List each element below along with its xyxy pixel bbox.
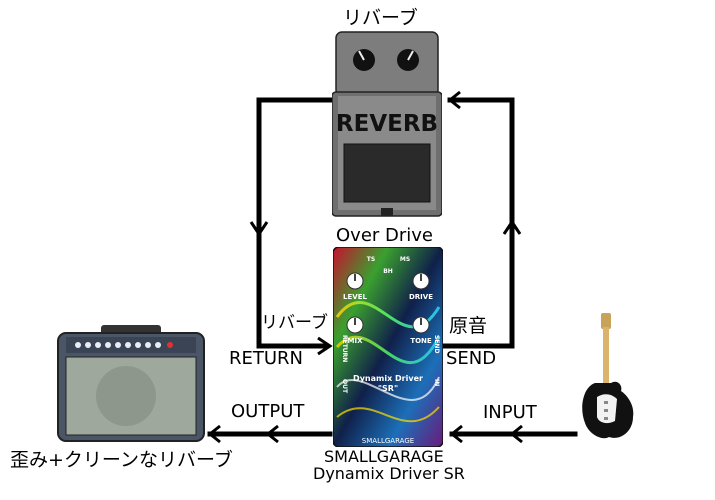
pedal-name-line1: Dynamix Driver <box>353 374 423 383</box>
output-label: OUTPUT <box>231 401 305 422</box>
model-label: Dynamix Driver SR <box>313 464 465 483</box>
send-en-label: SEND <box>446 348 497 369</box>
guitar-icon <box>582 313 634 439</box>
amp-knob <box>75 342 81 348</box>
switch-ms-label: MS <box>400 256 410 263</box>
knob-mix-label: MIX <box>348 337 364 345</box>
speaker-icon <box>96 366 156 426</box>
arrow-input <box>449 424 463 444</box>
jack-in-label: IN <box>433 379 440 386</box>
reverb-footswitch <box>343 143 431 203</box>
knob-tone-label: TONE <box>410 337 432 345</box>
pedal-name-line2: "SR" <box>378 384 398 393</box>
brand-label: SMALLGARAGE <box>324 447 444 466</box>
amp-power-light <box>167 342 173 348</box>
overdrive-pedal: TS MS BH LEVEL DRIVE MIX TONE RETURN SEN… <box>333 247 443 447</box>
return-wire <box>256 97 333 349</box>
jack-return-label: RETURN <box>341 335 348 362</box>
send-wire <box>439 97 515 349</box>
return-jp-label: リバーブ <box>261 313 328 333</box>
arrow-send-up <box>502 219 522 235</box>
switch-bh-label: BH <box>383 268 393 275</box>
arrow-send-to-reverb <box>447 90 461 110</box>
result-caption: 歪み+クリーンなリバーブ <box>10 449 233 471</box>
return-en-label: RETURN <box>229 348 304 369</box>
arrow-return-in <box>317 336 333 356</box>
jack-out-label: OUT <box>341 379 348 394</box>
amplifier <box>57 325 205 442</box>
arrow-output-mid <box>265 424 279 444</box>
send-jp-label: 原音 <box>449 315 488 337</box>
knob-drive-label: DRIVE <box>409 293 433 301</box>
reverb-pedal: REVERB <box>332 31 442 217</box>
input-label: INPUT <box>483 402 537 423</box>
arrow-output <box>207 424 221 444</box>
knob-level-label: LEVEL <box>343 293 367 301</box>
arrow-input-mid <box>509 424 523 444</box>
overdrive-title: Over Drive <box>336 225 434 246</box>
switch-ts-label: TS <box>367 256 375 263</box>
pedal-brand-small: SMALLGARAGE <box>362 437 414 445</box>
arrow-return-down <box>249 221 269 237</box>
reverb-title: リバーブ <box>343 7 418 29</box>
jack-send-label: SEND <box>433 335 440 353</box>
reverb-pedal-text: REVERB <box>336 111 438 137</box>
